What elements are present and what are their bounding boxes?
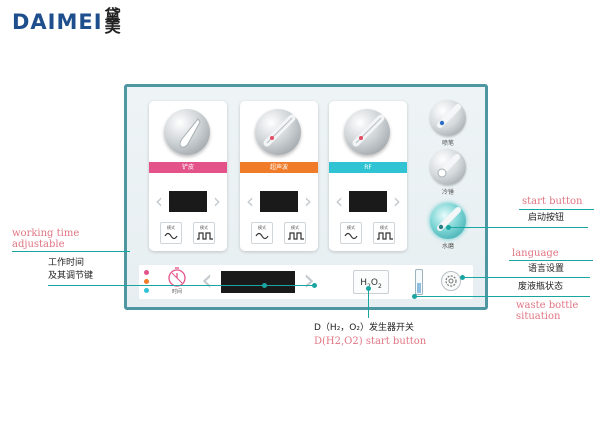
working-time-en-label: working time bbox=[12, 228, 80, 239]
waste-bottle-en-label: waste bottle bbox=[516, 300, 579, 311]
annotation-endpoint bbox=[312, 283, 317, 288]
mode-label: 模式 bbox=[167, 225, 175, 230]
annotation-endpoint bbox=[412, 294, 417, 299]
ultrasonic-handpiece-icon bbox=[255, 109, 301, 155]
spray-pen-icon bbox=[437, 104, 461, 128]
sine-wave-icon bbox=[164, 232, 178, 240]
waste-bottle-en-label-2: situation bbox=[516, 311, 561, 322]
h2o2-o: O bbox=[370, 278, 378, 288]
card-display-screen bbox=[169, 191, 207, 212]
mode-button-square[interactable]: 模式 bbox=[193, 222, 215, 244]
card-display-screen bbox=[260, 191, 298, 212]
h2o2-generator-en-label: D(H2,O2) start button bbox=[314, 336, 427, 347]
sine-wave-icon bbox=[255, 232, 269, 240]
annotation-line bbox=[448, 227, 588, 228]
chevron-right-icon[interactable]: › bbox=[393, 189, 401, 213]
brand-chinese-name: 黛美 bbox=[104, 6, 121, 36]
mode-label: 模式 bbox=[200, 225, 208, 230]
status-dot-cyan bbox=[144, 288, 149, 293]
mode-button-square[interactable]: 模式 bbox=[284, 222, 306, 244]
sine-wave-icon bbox=[344, 232, 358, 240]
status-dot-pink bbox=[144, 270, 149, 275]
device-panel: 铲皮 ‹ › 模式 模式 超声波 ‹ › 模式 模式 bbox=[124, 84, 488, 310]
hydro-dermabrasion-start-button[interactable] bbox=[430, 203, 466, 239]
card-title-band: RF bbox=[329, 162, 407, 173]
annotation-line bbox=[12, 251, 130, 252]
h2o2-generator-cn-label: D（H₂，O₂）发生器开关 bbox=[314, 323, 414, 333]
bottom-control-bar: 时间 ‹ › H2O2 bbox=[139, 265, 473, 299]
cold-hammer-button[interactable] bbox=[430, 149, 466, 185]
annotation-line bbox=[462, 277, 590, 278]
h2o2-generator-button[interactable]: H2O2 bbox=[353, 270, 389, 294]
chevron-right-icon[interactable]: › bbox=[213, 189, 221, 213]
waste-bottle-indicator bbox=[415, 269, 423, 295]
mode-label: 模式 bbox=[347, 225, 355, 230]
card-title-band: 超声波 bbox=[240, 162, 318, 173]
hydro-handpiece-icon bbox=[437, 207, 461, 231]
brand-name: DAIMEI bbox=[12, 10, 103, 34]
time-increase-chevron-icon[interactable]: › bbox=[303, 263, 315, 298]
annotation-line bbox=[519, 209, 594, 210]
waste-bottle-cn-label: 废液瓶状态 bbox=[518, 282, 564, 292]
gear-icon bbox=[445, 275, 457, 287]
handpiece-card-ultrasonic[interactable]: 超声波 ‹ › 模式 模式 bbox=[240, 101, 318, 251]
h2o2-h: H bbox=[360, 278, 368, 288]
time-decrease-chevron-icon[interactable]: ‹ bbox=[201, 263, 213, 298]
mode-label: 模式 bbox=[291, 225, 299, 230]
mode-label: 模式 bbox=[380, 225, 388, 230]
cold-hammer-label: 冷锤 bbox=[441, 189, 454, 196]
hydro-label: 水磨 bbox=[441, 243, 454, 250]
chevron-right-icon[interactable]: › bbox=[304, 189, 312, 213]
language-cn-label: 语言设置 bbox=[528, 264, 565, 274]
working-time-en-label-2: adjustable bbox=[12, 239, 65, 250]
card-display-screen bbox=[349, 191, 387, 212]
mode-button-wave[interactable]: 模式 bbox=[251, 222, 273, 244]
mode-button-wave[interactable]: 模式 bbox=[340, 222, 362, 244]
spray-pen-label: 喷笔 bbox=[441, 140, 454, 147]
mode-label: 模式 bbox=[258, 225, 266, 230]
annotation-line bbox=[48, 285, 314, 286]
working-time-cn-label: 工作时间 bbox=[48, 258, 85, 268]
timer-label: 时间 bbox=[171, 289, 182, 295]
h2o2-sub: 2 bbox=[377, 282, 382, 290]
square-wave-icon bbox=[377, 232, 393, 240]
stopwatch-icon bbox=[168, 267, 186, 287]
annotation-line bbox=[368, 290, 369, 318]
timer-button[interactable]: 时间 bbox=[161, 266, 193, 298]
spray-pen-button[interactable] bbox=[430, 100, 466, 136]
chevron-left-icon[interactable]: ‹ bbox=[246, 189, 254, 213]
rf-handpiece-icon bbox=[344, 109, 390, 155]
language-en-label: language bbox=[512, 248, 559, 259]
mode-button-wave[interactable]: 模式 bbox=[160, 222, 182, 244]
cold-hammer-icon bbox=[437, 154, 460, 178]
square-wave-icon bbox=[197, 232, 213, 240]
start-button-cn-label: 启动按钮 bbox=[528, 213, 565, 223]
annotation-endpoint bbox=[366, 286, 371, 291]
chevron-left-icon[interactable]: ‹ bbox=[335, 189, 343, 213]
time-display-screen bbox=[221, 271, 295, 293]
handpiece-card-peel[interactable]: 铲皮 ‹ › 模式 模式 bbox=[149, 101, 227, 251]
card-title-band: 铲皮 bbox=[149, 162, 227, 173]
annotation-line bbox=[414, 296, 590, 297]
peel-handpiece-icon bbox=[164, 109, 210, 155]
annotation-endpoint bbox=[460, 275, 465, 280]
annotation-line bbox=[509, 260, 593, 261]
annotation-endpoint bbox=[262, 283, 267, 288]
status-dot-orange bbox=[144, 279, 149, 284]
working-time-cn-label-2: 及其调节键 bbox=[48, 271, 94, 281]
handpiece-card-rf[interactable]: RF ‹ › 模式 模式 bbox=[329, 101, 407, 251]
waste-bottle-fill bbox=[417, 283, 421, 293]
annotation-endpoint bbox=[446, 225, 451, 230]
language-button[interactable] bbox=[441, 271, 461, 291]
start-button-en-label: start button bbox=[522, 196, 583, 207]
square-wave-icon bbox=[288, 232, 304, 240]
mode-button-square[interactable]: 模式 bbox=[373, 222, 395, 244]
chevron-left-icon[interactable]: ‹ bbox=[155, 189, 163, 213]
